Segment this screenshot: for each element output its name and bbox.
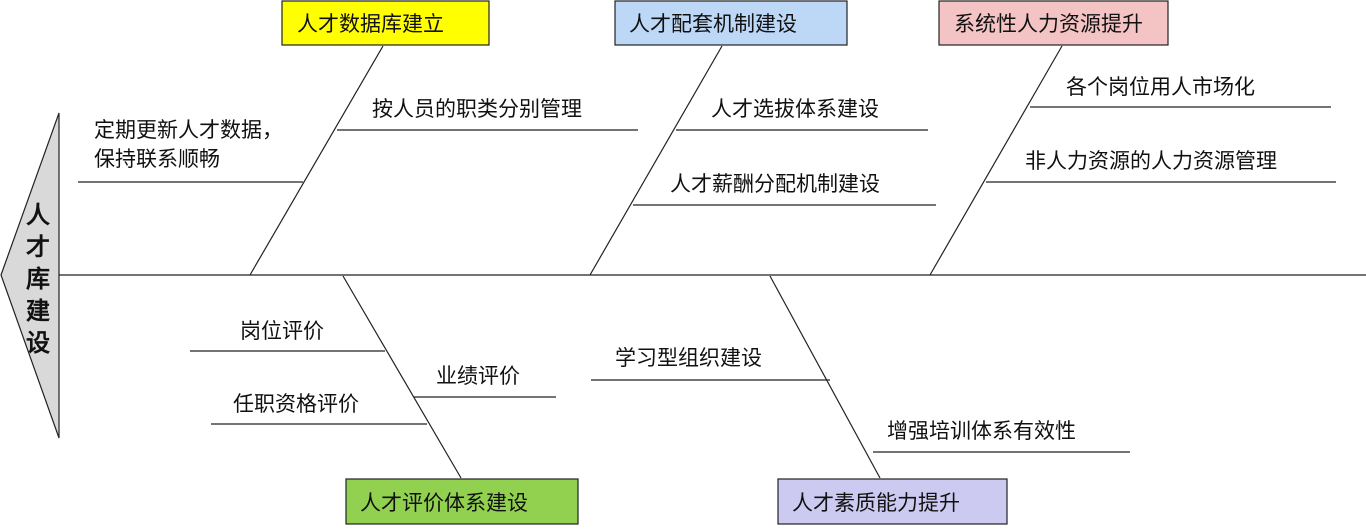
bone xyxy=(249,45,384,276)
cause-label: 按人员的职类分别管理 xyxy=(372,97,582,121)
category-box xyxy=(777,478,1008,525)
category-label: 人才配套机制建设 xyxy=(629,12,797,36)
cause-label: 任职资格评价 xyxy=(233,392,359,416)
bone xyxy=(769,275,881,479)
head-label: 人 才 库 建 设 xyxy=(26,201,50,357)
cause-label: 人才选拔体系建设 xyxy=(711,97,879,121)
category-talent-mechanism: 人才配套机制建设 人才选拔体系建设 人才薪酬分配机制建设 xyxy=(589,0,936,276)
category-label: 人才评价体系建设 xyxy=(360,491,528,515)
category-box xyxy=(614,0,848,46)
category-label: 人才素质能力提升 xyxy=(792,491,960,515)
category-talent-quality: 人才素质能力提升 学习型组织建设 增强培训体系有效性 xyxy=(591,275,1130,525)
category-talent-evaluation: 人才评价体系建设 岗位评价 任职资格评价 业绩评价 xyxy=(190,275,579,525)
bone xyxy=(589,45,723,276)
category-label: 人才数据库建立 xyxy=(297,12,444,36)
cause-label: 保持联系顺畅 xyxy=(94,147,220,171)
cause-label: 各个岗位用人市场化 xyxy=(1066,75,1255,99)
category-box xyxy=(938,0,1169,46)
head-char: 人 xyxy=(26,201,50,229)
cause-label: 定期更新人才数据， xyxy=(94,118,283,142)
cause-label: 业绩评价 xyxy=(436,364,520,388)
cause-label: 增强培训体系有效性 xyxy=(887,419,1076,443)
category-box xyxy=(345,478,579,525)
category-hr-improvement: 系统性人力资源提升 各个岗位用人市场化 非人力资源的人力资源管理 xyxy=(929,0,1336,276)
category-box xyxy=(281,0,490,46)
head-char: 设 xyxy=(26,329,50,357)
head-char: 建 xyxy=(26,297,50,325)
category-label: 系统性人力资源提升 xyxy=(954,12,1143,36)
bone xyxy=(342,275,462,479)
cause-label: 学习型组织建设 xyxy=(615,346,762,370)
cause-label: 岗位评价 xyxy=(240,319,324,343)
cause-label: 非人力资源的人力资源管理 xyxy=(1025,149,1277,173)
cause-label: 人才薪酬分配机制建设 xyxy=(670,172,880,196)
head-char: 才 xyxy=(26,233,50,261)
bone xyxy=(929,45,1063,276)
head-char: 库 xyxy=(26,265,50,293)
category-talent-database: 人才数据库建立 定期更新人才数据， 保持联系顺畅 按人员的职类分别管理 xyxy=(78,0,638,276)
